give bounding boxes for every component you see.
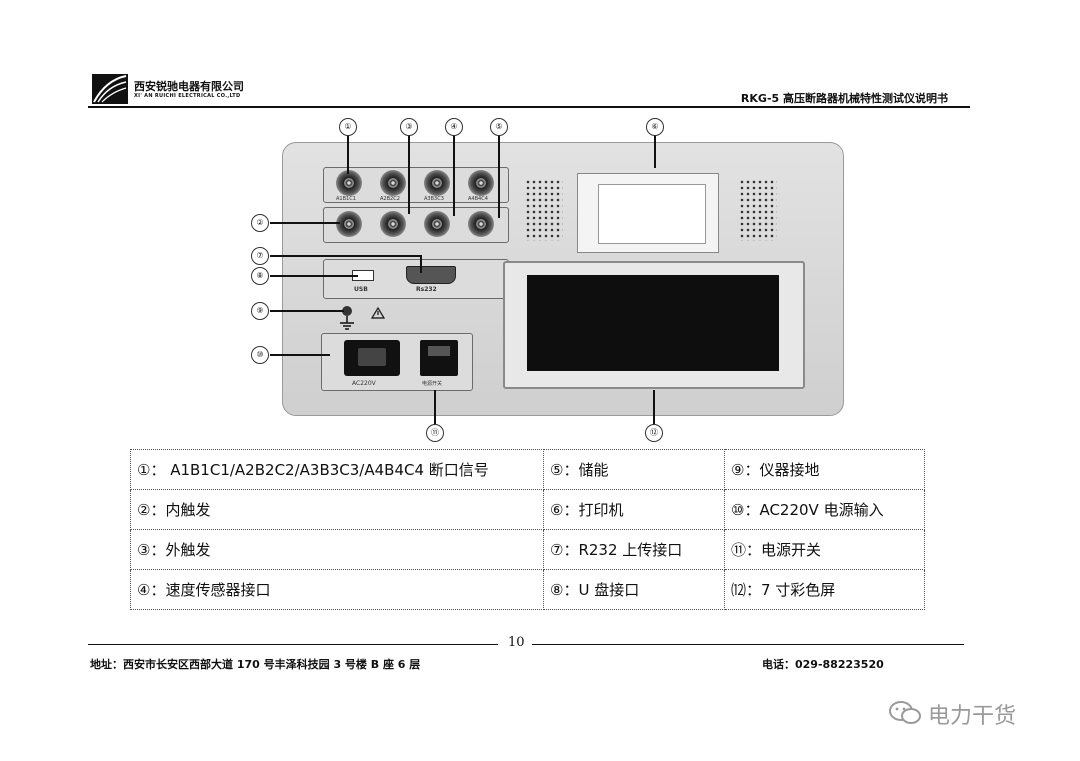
watermark-text: 电力干货 (928, 698, 1016, 730)
connector-label: A3B3C3 (424, 196, 444, 202)
warning-icon (371, 307, 385, 319)
ac-power-socket (344, 340, 400, 376)
power-switch (420, 340, 458, 376)
display-bezel (503, 261, 805, 389)
connector-energy-storage (468, 211, 494, 237)
legend-cell: ⑿：7 寸彩色屏 (725, 570, 925, 610)
device-panel-figure: A1B1C1 A2B2C2 A3B3C3 A4B4C4 USB Rs232 AC… (282, 142, 844, 416)
callout-9: ⑨ (251, 302, 269, 320)
callout-10: ⑩ (251, 346, 269, 364)
legend-cell: ③：外触发 (131, 530, 544, 570)
left-speaker-grille (525, 179, 563, 241)
table-row: ③：外触发 ⑦：R232 上传接口 ⑪：电源开关 (131, 530, 925, 570)
callout-1: ① (339, 118, 357, 136)
callout-12: ⑫ (645, 424, 663, 442)
connector-a3b3c3 (424, 170, 450, 196)
callout-6: ⑥ (646, 118, 664, 136)
printer (577, 173, 719, 253)
legend-cell: ①： A1B1C1/A2B2C2/A3B3C3/A4B4C4 断口信号 (131, 450, 544, 490)
legend-table: ①： A1B1C1/A2B2C2/A3B3C3/A4B4C4 断口信号 ⑤：储能… (130, 449, 925, 610)
legend-cell: ⑪：电源开关 (725, 530, 925, 570)
callout-8: ⑧ (251, 267, 269, 285)
connector-label: A2B2C2 (380, 196, 400, 202)
company-logo-icon (92, 74, 128, 104)
callout-4: ④ (445, 118, 463, 136)
company-name-cn: 西安锐驰电器有限公司 (134, 78, 244, 94)
legend-cell: ⑥：打印机 (544, 490, 725, 530)
display-screen (527, 275, 779, 371)
legend-cell: ⑩：AC220V 电源输入 (725, 490, 925, 530)
switch-label: 电源开关 (422, 380, 442, 387)
trigger-connector-group (323, 207, 509, 243)
callout-5: ⑤ (490, 118, 508, 136)
connector-a4b4c4 (468, 170, 494, 196)
connector-external-trigger (380, 211, 406, 237)
legend-cell: ②：内触发 (131, 490, 544, 530)
callout-11: ⑪ (426, 424, 444, 442)
ac-label: AC220V (352, 380, 376, 387)
connector-a1b1c1 (336, 170, 362, 196)
connector-speed-sensor (424, 211, 450, 237)
footer-address: 地址：西安市长安区西部大道 170 号丰泽科技园 3 号楼 B 座 6 层 (90, 656, 420, 672)
header-divider (88, 106, 970, 108)
connector-internal-trigger (336, 211, 362, 237)
ground-icon (337, 305, 357, 331)
signal-connector-group: A1B1C1 A2B2C2 A3B3C3 A4B4C4 (323, 167, 509, 203)
legend-cell: ④：速度传感器接口 (131, 570, 544, 610)
wechat-icon (888, 700, 922, 726)
table-row: ②：内触发 ⑥：打印机 ⑩：AC220V 电源输入 (131, 490, 925, 530)
footer-phone: 电话：029-88223520 (762, 656, 884, 672)
legend-cell: ⑧：U 盘接口 (544, 570, 725, 610)
legend-cell: ⑨：仪器接地 (725, 450, 925, 490)
usb-rs232-group: USB Rs232 (323, 259, 509, 299)
callout-3: ③ (400, 118, 418, 136)
footer-divider-left (88, 644, 498, 645)
table-row: ①： A1B1C1/A2B2C2/A3B3C3/A4B4C4 断口信号 ⑤：储能… (131, 450, 925, 490)
document-title: RKG-5 高压断路器机械特性测试仪说明书 (741, 90, 948, 106)
table-row: ④：速度传感器接口 ⑧：U 盘接口 ⑿：7 寸彩色屏 (131, 570, 925, 610)
rs232-port (406, 266, 456, 284)
usb-label: USB (354, 286, 368, 293)
legend-cell: ⑦：R232 上传接口 (544, 530, 725, 570)
callout-7: ⑦ (251, 247, 269, 265)
right-speaker-grille (739, 179, 777, 241)
legend-cell: ⑤：储能 (544, 450, 725, 490)
footer-divider-right (532, 644, 964, 645)
page-number: 10 (508, 635, 525, 650)
connector-label: A1B1C1 (336, 196, 356, 202)
power-group: AC220V 电源开关 (321, 333, 473, 391)
connector-a2b2c2 (380, 170, 406, 196)
connector-label: A4B4C4 (468, 196, 488, 202)
company-name-en: XI' AN RUICHI ELECTRICAL CO.,LTD (134, 93, 240, 99)
callout-2: ② (251, 214, 269, 232)
rs232-label: Rs232 (416, 286, 437, 293)
